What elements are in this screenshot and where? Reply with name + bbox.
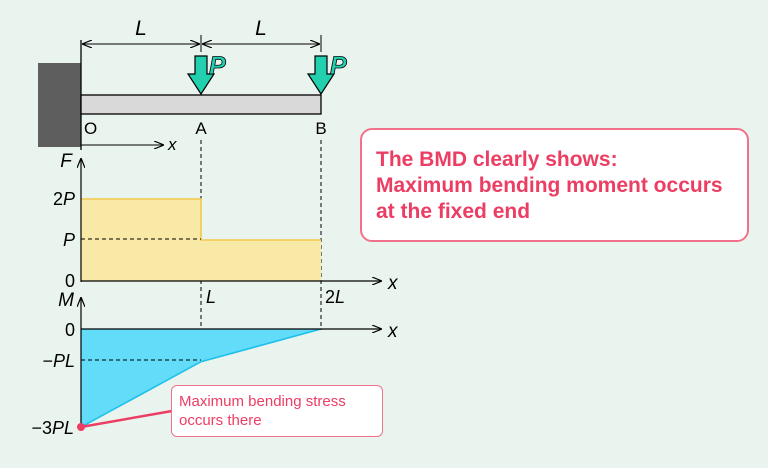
point-b-label: B [315, 119, 326, 138]
shear-tick-l: L [206, 287, 216, 307]
shear-tick-2l: 2L [325, 287, 345, 307]
callout-small-line-2: occurs there [179, 412, 262, 429]
shear-line [81, 198, 321, 241]
shear-x-axis-label: x [387, 273, 399, 294]
bmd-conclusion-callout: The BMD clearly shows: Maximum bending m… [360, 128, 749, 242]
moment-diagram: M x 0 −PL −3PL [31, 290, 399, 438]
moment-tick-zero: 0 [65, 320, 75, 340]
load-arrow-a [186, 55, 216, 96]
point-o-label: O [84, 119, 97, 138]
load-label-a: P [209, 52, 226, 80]
shear-tick-p: P [63, 230, 75, 250]
callout-leader-line [80, 409, 173, 429]
callout-main-line-2: Maximum bending moment occurs [376, 174, 723, 197]
load-arrow-b [306, 55, 336, 96]
max-moment-point [77, 423, 85, 431]
moment-x-axis-label: x [387, 321, 399, 342]
load-label-b: P [330, 52, 347, 80]
shear-tick-2p: 2P [53, 189, 75, 209]
beam-x-axis-label: x [167, 135, 177, 154]
beam-body [80, 94, 322, 115]
callout-small-line-1: Maximum bending stress [179, 393, 346, 410]
shear-diagram: F x 2P P 0 L 2L [53, 151, 399, 307]
moment-area [81, 329, 321, 428]
moment-line [80, 328, 322, 428]
fixed-wall [38, 63, 81, 147]
span-label-2: L [255, 17, 267, 40]
max-stress-callout: Maximum bending stress occurs there [171, 385, 383, 437]
shear-tick-zero: 0 [65, 271, 75, 291]
span-label-1: L [135, 17, 147, 40]
moment-tick-pl: −PL [42, 351, 75, 371]
shear-y-axis-label: F [60, 151, 73, 172]
callout-main-line-3: at the fixed end [376, 200, 531, 223]
callout-main-line-1: The BMD clearly shows: [376, 148, 618, 171]
moment-y-axis-label: M [58, 290, 74, 311]
point-a-label: A [195, 119, 207, 138]
moment-tick-3pl: −3PL [31, 418, 74, 438]
